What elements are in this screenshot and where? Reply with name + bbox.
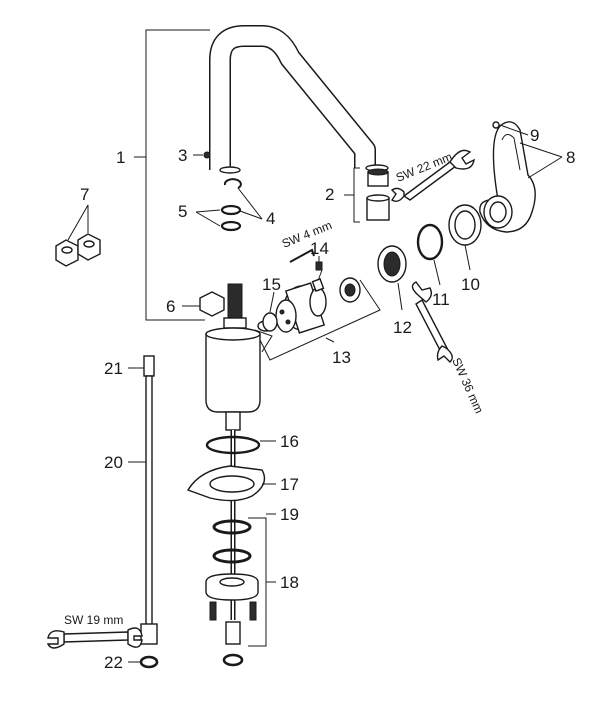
label-part-4: 4 [266, 209, 275, 228]
handle-sleeve [448, 204, 482, 271]
large-o-ring [416, 223, 444, 286]
label-part-1: 1 [116, 148, 125, 167]
body-o-ring [205, 435, 276, 455]
fixing-set [205, 513, 276, 667]
label-part-22: 22 [104, 653, 123, 672]
threaded-ring [377, 245, 407, 311]
wrench-sw22 [390, 149, 475, 203]
base-plate [186, 465, 276, 502]
label-part-12: 12 [393, 318, 412, 337]
label-part-3: 3 [178, 146, 187, 165]
supply-hose [128, 355, 159, 669]
wrench-sw19 [46, 627, 143, 649]
label-part-15: 15 [262, 275, 281, 294]
label-part-20: 20 [104, 453, 123, 472]
set-screw-block [182, 291, 225, 317]
label-part-8: 8 [566, 148, 575, 167]
tap-body [205, 283, 261, 620]
aerator [344, 167, 390, 223]
spout [209, 25, 389, 174]
mounting-nuts [55, 204, 101, 267]
cartridge-seal [262, 291, 278, 332]
tool-label-sw36: SW 36 mm [449, 356, 486, 416]
label-part-17: 17 [280, 475, 299, 494]
bracket-part-1 [134, 29, 210, 321]
cartridge-screw [315, 256, 323, 271]
grub-screw [193, 151, 211, 159]
cartridge [254, 269, 381, 361]
label-part-9: 9 [530, 126, 539, 145]
label-part-19: 19 [280, 505, 299, 524]
label-part-11: 11 [432, 290, 450, 309]
clip-and-o-rings [195, 178, 263, 232]
label-part-10: 10 [461, 275, 480, 294]
wrench-sw36 [411, 281, 453, 363]
allen-key-sw4 [289, 248, 315, 263]
label-part-5: 5 [178, 202, 187, 221]
label-part-7: 7 [80, 185, 89, 204]
label-part-18: 18 [280, 573, 299, 592]
label-part-6: 6 [166, 297, 175, 316]
label-part-2: 2 [325, 185, 334, 204]
label-part-16: 16 [280, 432, 299, 451]
label-part-14: 14 [310, 239, 329, 258]
tool-label-sw19: SW 19 mm [64, 613, 123, 627]
lever-handle [479, 121, 563, 233]
label-part-13: 13 [332, 348, 351, 367]
label-part-21: 21 [104, 359, 123, 378]
